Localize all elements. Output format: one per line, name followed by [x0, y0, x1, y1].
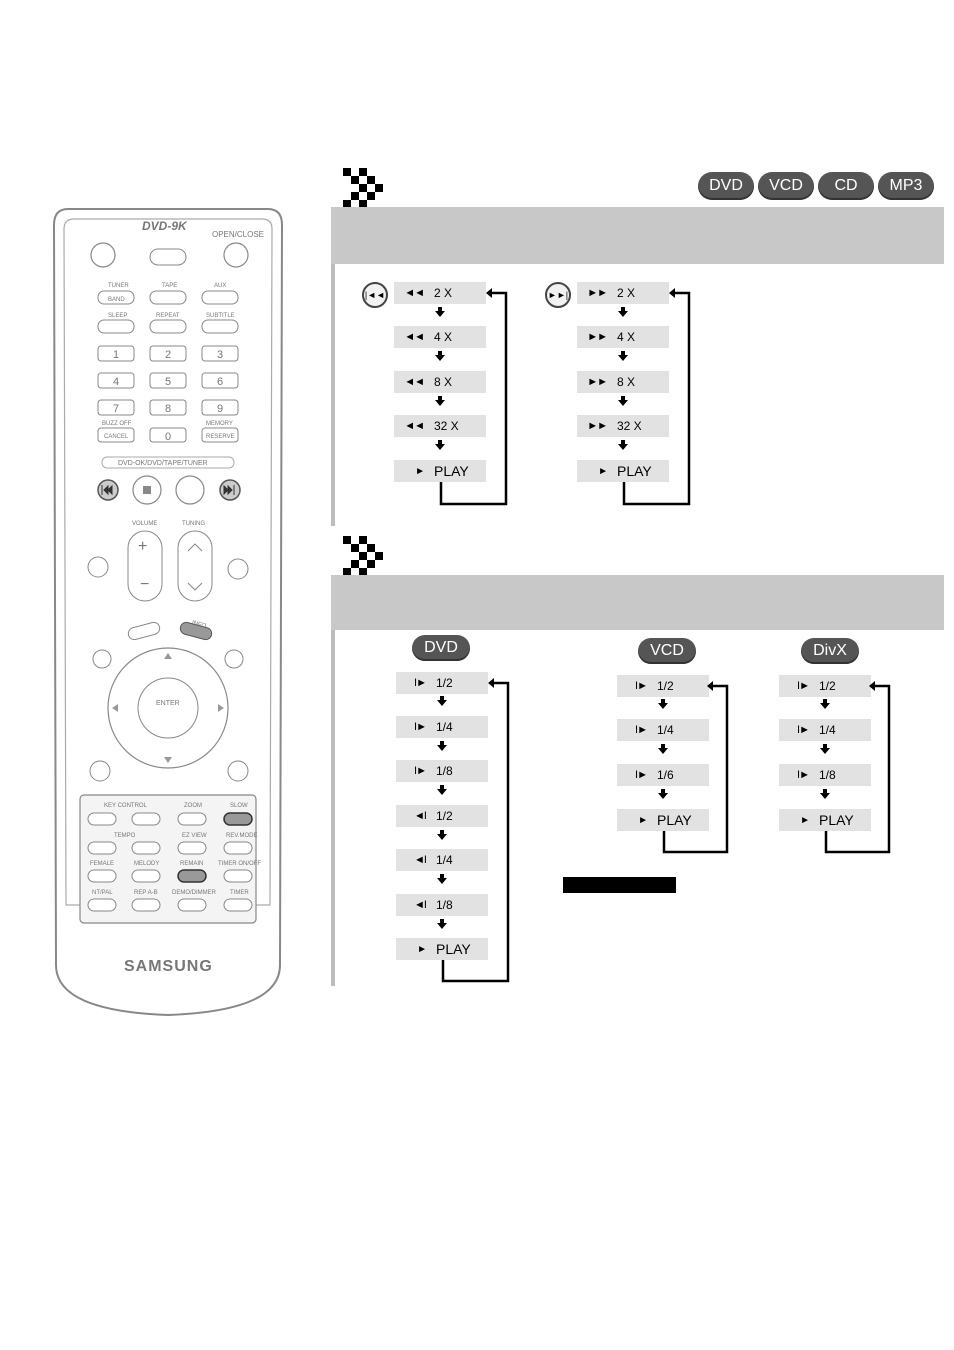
reserve-button-label: RESERVE	[206, 434, 235, 440]
badge-cd: CD	[818, 172, 874, 200]
rewind-loop-arrow	[439, 288, 508, 506]
timer-label: TIMER	[230, 890, 249, 896]
remote-brand-logo: DVD-9K	[142, 219, 188, 233]
tuner-label: TUNER	[108, 283, 129, 289]
rewind-step: ◄◄8 X	[394, 371, 486, 393]
svg-text:6: 6	[217, 376, 223, 388]
rewind-step: ◄◄32 X	[394, 415, 486, 437]
slow-label: SLOW	[230, 803, 248, 809]
badge-divx: DivX	[801, 638, 859, 664]
remote-open-close-label: OPEN/CLOSE	[212, 230, 264, 239]
number-keypad: 1 2 3 4 5 6 7 8 9	[97, 345, 239, 416]
svg-text:9: 9	[217, 403, 223, 415]
vcd-loop-arrow	[662, 681, 729, 854]
volume-label: VOLUME	[132, 521, 157, 527]
divx-slow-step: I►1/4	[779, 719, 871, 741]
zoom-label: ZOOM	[184, 803, 202, 809]
dvd-slow-step: I►1/8	[396, 760, 488, 782]
section-header-band	[331, 207, 944, 264]
forward-step: ►►8 X	[577, 371, 669, 393]
timer-onoff-label: TIMER ON/OFF	[218, 861, 261, 867]
dvd-slow-step: I►1/2	[396, 672, 488, 694]
section-marker-icon	[343, 168, 391, 208]
tempo-label: TEMPO	[114, 833, 136, 839]
svg-text:0: 0	[165, 431, 171, 443]
divx-play-step: ►PLAY	[779, 809, 871, 831]
dvd-slow-step: I►1/4	[396, 716, 488, 738]
tape-label: TAPE	[162, 283, 177, 289]
divx-slow-step: I►1/8	[779, 764, 871, 786]
forward-loop-arrow	[622, 288, 691, 506]
forward-step: ►►32 X	[577, 415, 669, 437]
svg-text:3: 3	[217, 349, 223, 361]
sleep-label: SLEEP	[108, 313, 127, 319]
play-pause-icon	[175, 475, 205, 505]
eject-icon	[223, 242, 249, 268]
dvd-play-step: ►PLAY	[396, 938, 488, 960]
nt-pal-label: NT/PAL	[92, 890, 113, 896]
vcd-slow-step: I►1/2	[617, 675, 709, 697]
subtitle-label: SUBTITLE	[206, 313, 235, 319]
tuning-label: TUNING	[182, 521, 205, 527]
cancel-button-label: CANCEL	[104, 434, 129, 440]
memory-label: MEMORY	[206, 421, 233, 427]
rewind-play-step: ►PLAY	[394, 460, 486, 482]
skip-back-icon: |◄◄	[362, 282, 388, 308]
rewind-step: ◄◄2 X	[394, 282, 486, 304]
svg-text:2: 2	[165, 349, 171, 361]
svg-text:7: 7	[113, 403, 119, 415]
aux-label: AUX	[214, 283, 226, 289]
source-bar-label: DVD-OK/DVD/TAPE/TUNER	[118, 460, 208, 467]
badge-vcd: VCD	[638, 638, 696, 664]
skip-forward-icon: ►►|	[545, 282, 571, 308]
info-label: INFO	[191, 620, 207, 630]
svg-text:4: 4	[113, 376, 119, 388]
redacted-note-bar	[563, 877, 676, 893]
enter-label: ENTER	[156, 700, 180, 707]
vcd-slow-step: I►1/6	[617, 764, 709, 786]
remote-control-illustration: DVD-9K OPEN/CLOSE TUNER TAPE AUX BAND SL…	[52, 208, 284, 1017]
svg-text:+: +	[138, 538, 147, 555]
repeat-label: REPEAT	[156, 313, 180, 319]
stop-icon	[132, 475, 162, 505]
demo-dimmer-label: DEMO/DIMMER	[172, 890, 217, 896]
section-marker-icon	[343, 536, 391, 576]
badge-mp3: MP3	[878, 172, 934, 200]
vcd-slow-step: I►1/4	[617, 719, 709, 741]
melody-label: MELODY	[134, 861, 159, 867]
band-button-label: BAND	[108, 297, 125, 303]
svg-text:8: 8	[165, 403, 171, 415]
badge-dvd: DVD	[412, 635, 470, 661]
svg-text:5: 5	[165, 376, 171, 388]
buzz-off-label: BUZZ OFF	[102, 421, 132, 427]
divx-loop-arrow	[824, 681, 891, 854]
dvd-loop-arrow	[441, 678, 510, 983]
female-label: FEMALE	[90, 861, 114, 867]
remain-label: REMAIN	[180, 861, 203, 867]
svg-text:−: −	[140, 576, 149, 593]
rewind-step: ◄◄4 X	[394, 326, 486, 348]
ez-view-label: EZ VIEW	[182, 833, 207, 839]
key-control-label: KEY CONTROL	[104, 803, 148, 809]
forward-step: ►►2 X	[577, 282, 669, 304]
rep-ab-label: REP A-B	[134, 890, 158, 896]
samsung-logo: SAMSUNG	[124, 958, 213, 975]
section-left-rule	[331, 264, 335, 526]
badge-vcd: VCD	[758, 172, 814, 200]
divx-slow-step: I►1/2	[779, 675, 871, 697]
power-icon	[90, 242, 116, 268]
svg-text:1: 1	[113, 349, 119, 361]
forward-play-step: ►PLAY	[577, 460, 669, 482]
rev-mode-label: REV.MODE	[226, 833, 257, 839]
section-left-rule	[331, 630, 335, 986]
section-header-band	[331, 575, 944, 630]
vcd-play-step: ►PLAY	[617, 809, 709, 831]
forward-step: ►►4 X	[577, 326, 669, 348]
badge-dvd: DVD	[698, 172, 754, 200]
dpad-outer-ring	[107, 647, 229, 769]
